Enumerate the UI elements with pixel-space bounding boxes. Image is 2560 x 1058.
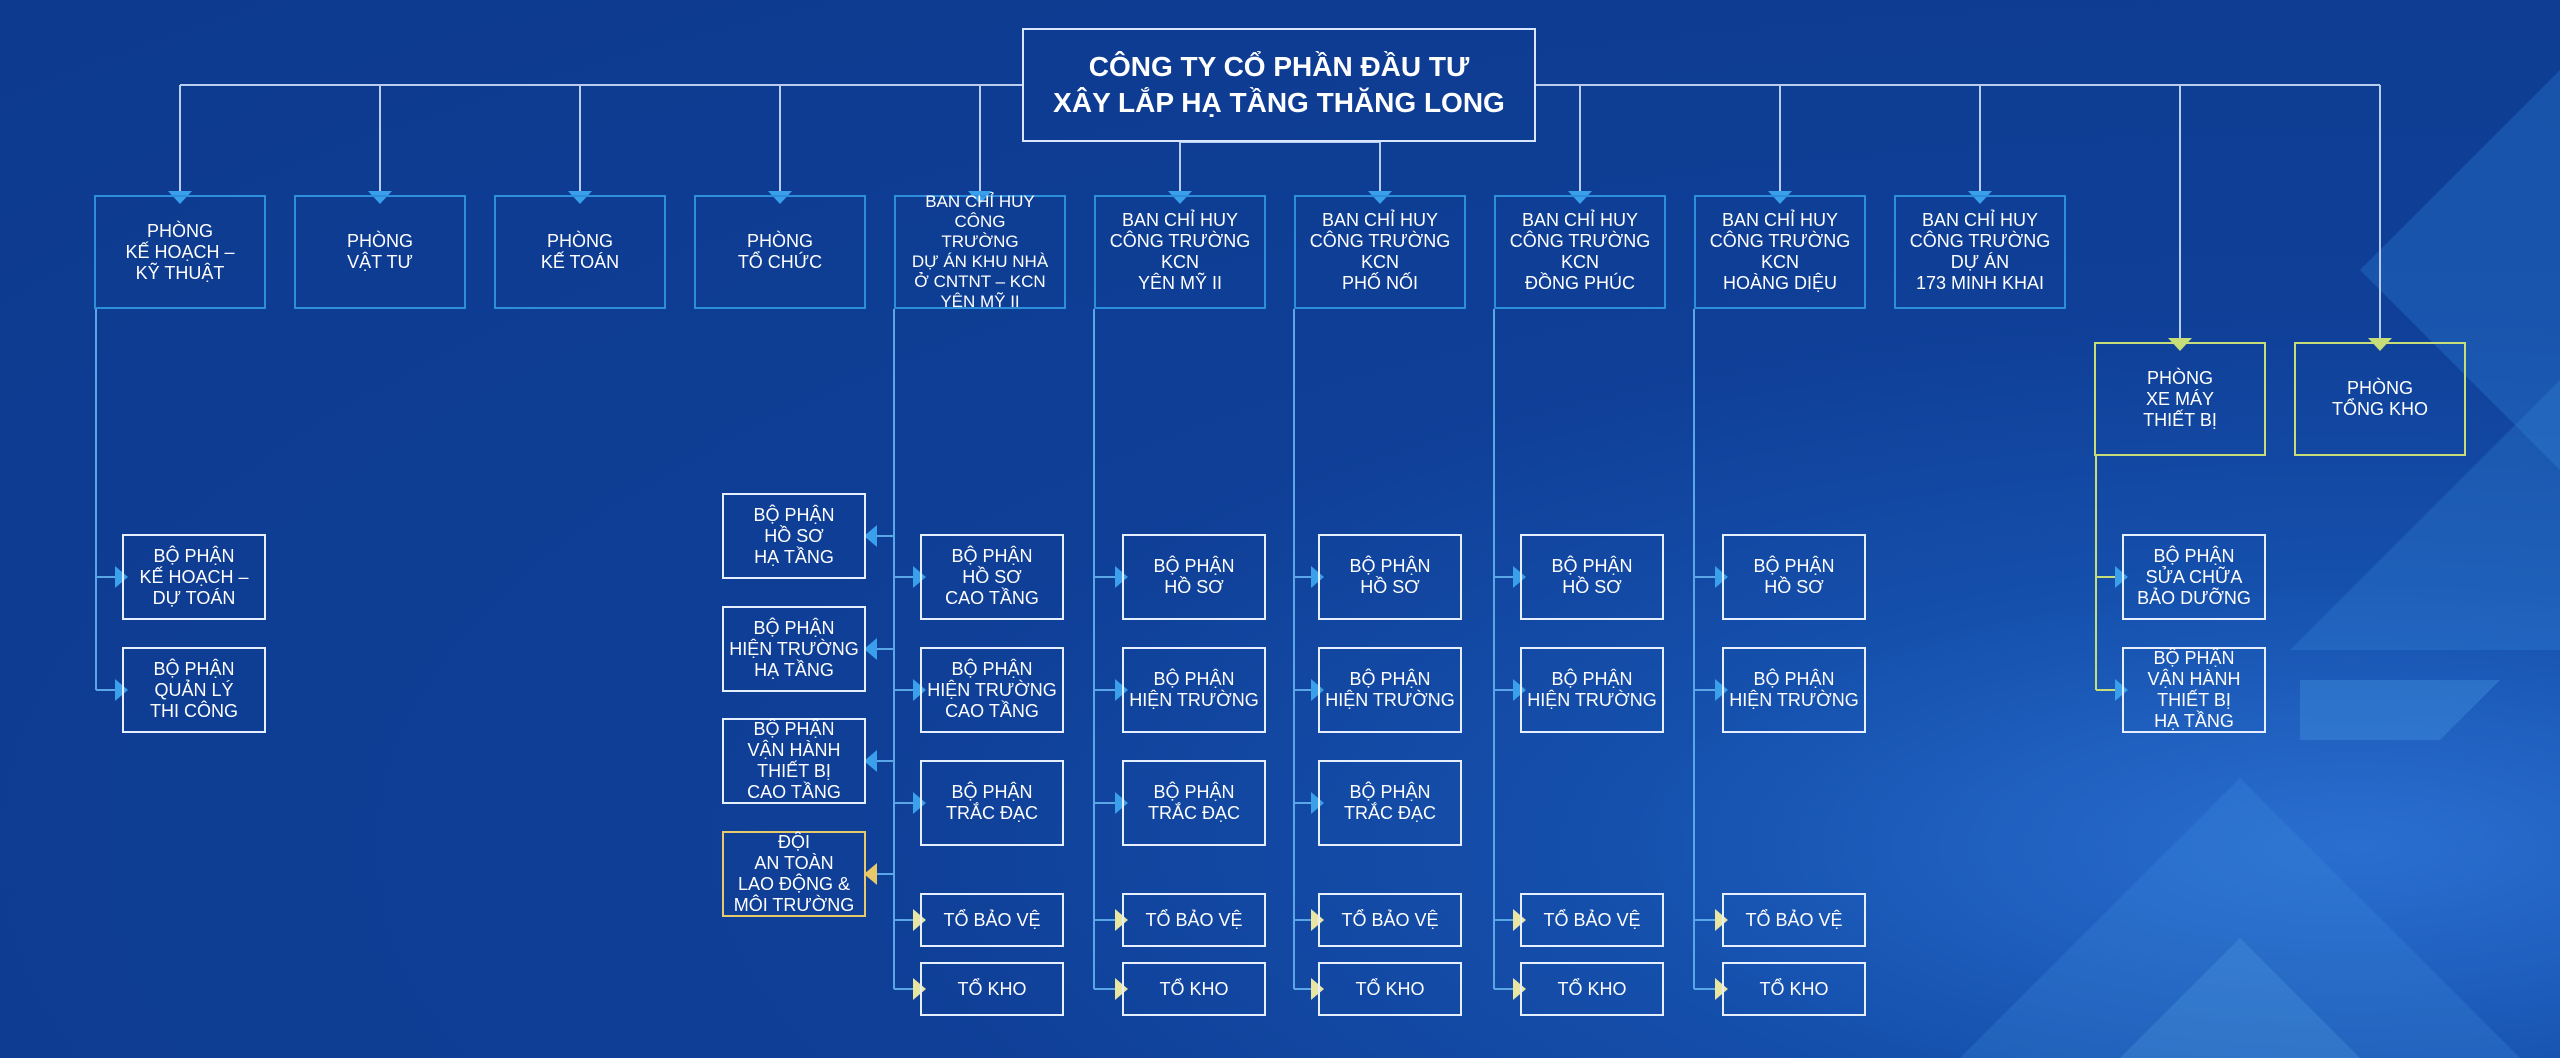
dept-xe-may-thiet-bi: PHÒNG XE MÁY THIẾT BỊ — [2094, 342, 2266, 456]
unit-to-bao-ve: TỔ BẢO VỆ — [1722, 893, 1866, 947]
dept-to-chuc: PHÒNG TỔ CHỨC — [694, 195, 866, 309]
unit-to-kho: TỔ KHO — [1722, 962, 1866, 1016]
unit-hien-truong: BỘ PHẬN HIỆN TRƯỜNG — [1318, 647, 1462, 733]
dept-bch-minh-khai: BAN CHỈ HUY CÔNG TRƯỜNG DỰ ÁN 173 MINH K… — [1894, 195, 2066, 309]
unit-doi-an-toan: ĐỘI AN TOÀN LAO ĐỘNG & MÔI TRƯỜNG — [722, 831, 866, 917]
unit-to-kho: TỔ KHO — [1122, 962, 1266, 1016]
dept-bch-hoang-dieu: BAN CHỈ HUY CÔNG TRƯỜNG KCN HOÀNG DIỆU — [1694, 195, 1866, 309]
unit-ke-hoach-du-toan: BỘ PHẬN KẾ HOẠCH – DỰ TOÁN — [122, 534, 266, 620]
unit-ho-so: BỘ PHẬN HỒ SƠ — [1318, 534, 1462, 620]
unit-to-kho: TỔ KHO — [1318, 962, 1462, 1016]
unit-sua-chua-bao-duong: BỘ PHẬN SỬA CHỮA BẢO DƯỠNG — [2122, 534, 2266, 620]
dept-bch-pho-noi: BAN CHỈ HUY CÔNG TRƯỜNG KCN PHỐ NỐI — [1294, 195, 1466, 309]
unit-hien-truong: BỘ PHẬN HIỆN TRƯỜNG — [1520, 647, 1664, 733]
unit-to-bao-ve: TỔ BẢO VỆ — [1122, 893, 1266, 947]
unit-hien-truong: BỘ PHẬN HIỆN TRƯỜNG — [1122, 647, 1266, 733]
unit-ho-so-cao-tang: BỘ PHẬN HỒ SƠ CAO TẦNG — [920, 534, 1064, 620]
unit-van-hanh-thiet-bi-ha-tang: BỘ PHẬN VẬN HÀNH THIẾT BỊ HẠ TẦNG — [2122, 647, 2266, 733]
unit-ho-so-ha-tang: BỘ PHẬN HỒ SƠ HẠ TẦNG — [722, 493, 866, 579]
unit-hien-truong: BỘ PHẬN HIỆN TRƯỜNG — [1722, 647, 1866, 733]
unit-ho-so: BỘ PHẬN HỒ SƠ — [1122, 534, 1266, 620]
unit-trac-dac: BỘ PHẬN TRẮC ĐẠC — [1122, 760, 1266, 846]
unit-hien-truong-ha-tang: BỘ PHẬN HIỆN TRƯỜNG HẠ TẦNG — [722, 606, 866, 692]
unit-quan-ly-thi-cong: BỘ PHẬN QUẢN LÝ THI CÔNG — [122, 647, 266, 733]
unit-to-kho: TỔ KHO — [920, 962, 1064, 1016]
unit-van-hanh-thiet-bi-cao-tang: BỘ PHẬN VẬN HÀNH THIẾT BỊ CAO TẦNG — [722, 718, 866, 804]
dept-bch-yen-my: BAN CHỈ HUY CÔNG TRƯỜNG KCN YÊN MỸ II — [1094, 195, 1266, 309]
unit-to-kho: TỔ KHO — [1520, 962, 1664, 1016]
dept-vat-tu: PHÒNG VẬT TƯ — [294, 195, 466, 309]
company-title: CÔNG TY CỔ PHẦN ĐẦU TƯ XÂY LẮP HẠ TẦNG T… — [1022, 28, 1536, 142]
unit-ho-so: BỘ PHẬN HỒ SƠ — [1722, 534, 1866, 620]
dept-ke-toan: PHÒNG KẾ TOÁN — [494, 195, 666, 309]
unit-to-bao-ve: TỔ BẢO VỆ — [1520, 893, 1664, 947]
unit-ho-so: BỘ PHẬN HỒ SƠ — [1520, 534, 1664, 620]
dept-tong-kho: PHÒNG TỔNG KHO — [2294, 342, 2466, 456]
unit-to-bao-ve: TỔ BẢO VỆ — [920, 893, 1064, 947]
unit-hien-truong-cao-tang: BỘ PHẬN HIỆN TRƯỜNG CAO TẦNG — [920, 647, 1064, 733]
unit-trac-dac: BỘ PHẬN TRẮC ĐẠC — [920, 760, 1064, 846]
dept-ke-hoach-ky-thuat: PHÒNG KẾ HOẠCH – KỸ THUẬT — [94, 195, 266, 309]
dept-bch-khu-nha: BAN CHỈ HUY CÔNG TRƯỜNG DỰ ÁN KHU NHÀ Ở … — [894, 192, 1066, 311]
dept-bch-dong-phuc: BAN CHỈ HUY CÔNG TRƯỜNG KCN ĐỒNG PHÚC — [1494, 195, 1666, 309]
unit-trac-dac: BỘ PHẬN TRẮC ĐẠC — [1318, 760, 1462, 846]
unit-to-bao-ve: TỔ BẢO VỆ — [1318, 893, 1462, 947]
